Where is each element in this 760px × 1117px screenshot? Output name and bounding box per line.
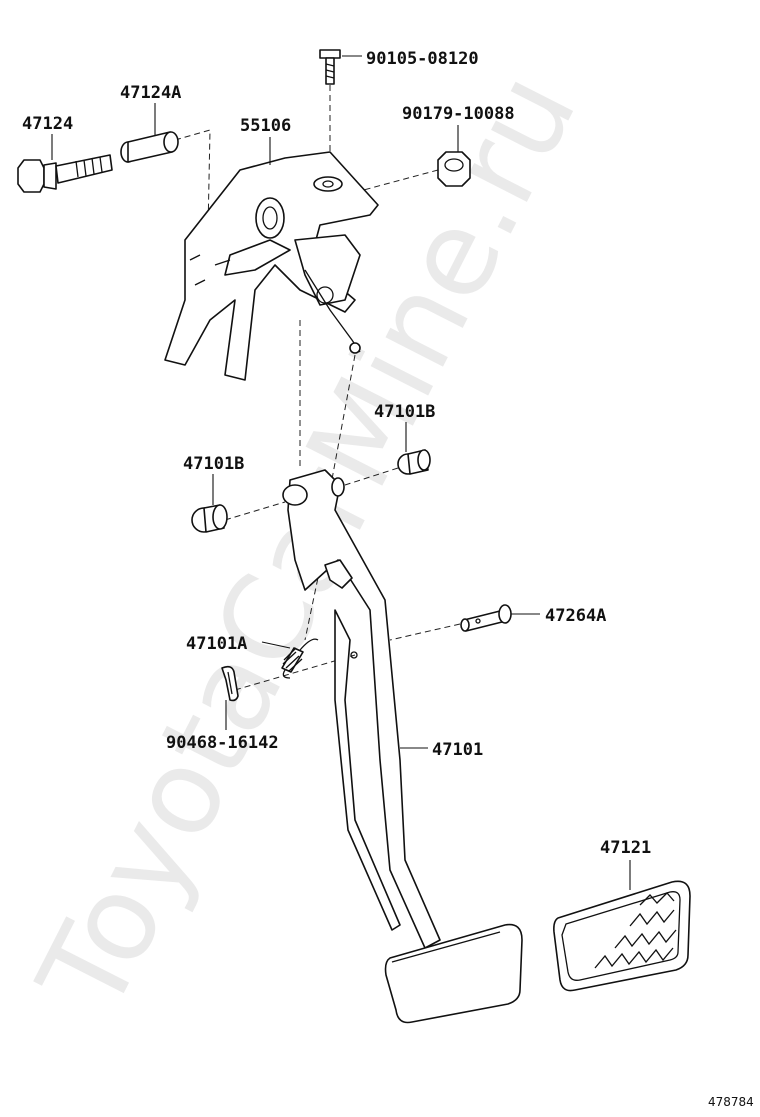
return-spring[interactable] (281, 638, 319, 679)
label-bracket: 55106 (240, 116, 291, 136)
clevis-pin[interactable] (460, 604, 512, 632)
label-bushing-right: 47101B (374, 402, 435, 422)
label-clip: 90468-16142 (166, 733, 279, 753)
bushing-right[interactable] (397, 449, 431, 475)
leader-spring (261, 641, 291, 649)
label-pedal-arm: 47101 (432, 740, 483, 760)
label-bushing-left: 47101B (183, 454, 244, 474)
pedal-pad-cover[interactable] (553, 880, 691, 992)
bushing-left[interactable] (191, 504, 228, 533)
label-bolt-top: 90105-08120 (366, 49, 479, 69)
diagram-id: 478784 (708, 1095, 754, 1109)
bolt-top[interactable] (319, 49, 341, 85)
pedal-foot-pad[interactable] (384, 923, 523, 1024)
label-collar: 47124A (120, 83, 181, 103)
bracket[interactable] (164, 151, 379, 381)
nut[interactable] (437, 151, 471, 187)
label-pin: 47264A (545, 606, 606, 626)
retaining-clip[interactable] (221, 665, 239, 702)
label-spring: 47101A (186, 634, 247, 654)
pedal-arm[interactable] (282, 469, 441, 949)
label-nut: 90179-10088 (402, 104, 515, 124)
label-pad-cover: 47121 (600, 838, 651, 858)
bolt-left[interactable] (17, 154, 113, 193)
label-bolt-left: 47124 (22, 114, 73, 134)
collar[interactable] (120, 131, 179, 163)
